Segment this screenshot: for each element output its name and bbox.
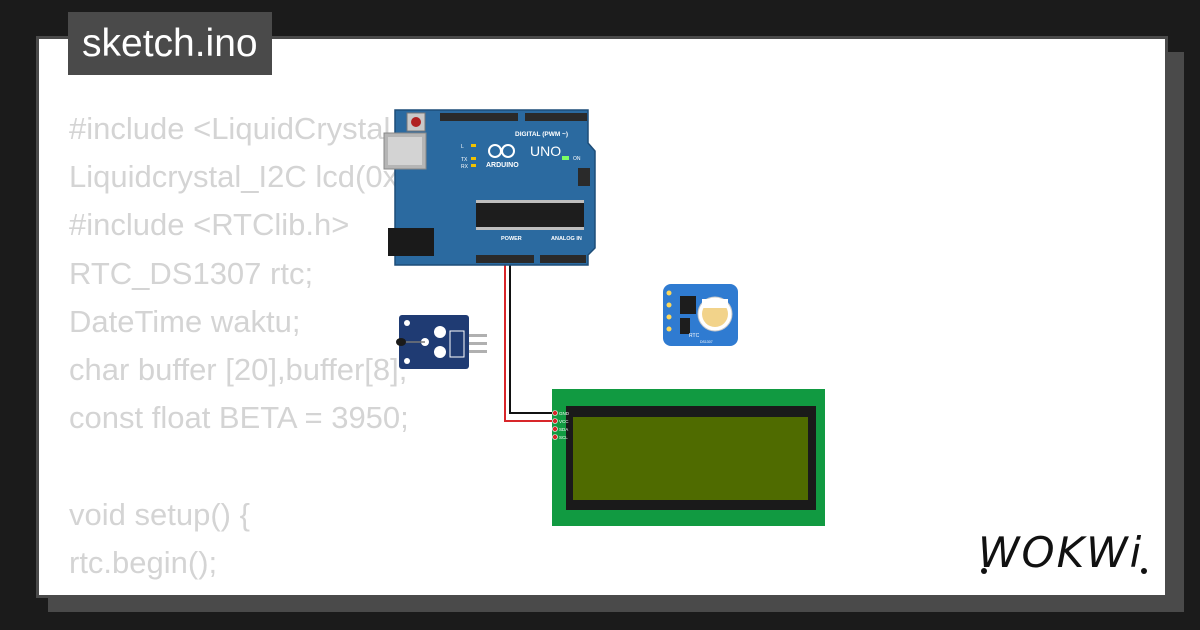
lcd-20x4-i2c[interactable]: GND VCC SDA SCL <box>552 389 825 526</box>
wokwi-logo: WOKWi <box>978 529 1147 577</box>
arduino-logo-text: ARDUINO <box>486 162 519 169</box>
analog-header <box>540 255 586 263</box>
code-line: rtc.begin(); <box>69 544 218 580</box>
rtc-chip <box>680 296 696 314</box>
code-line: DateTime waktu; <box>69 303 301 339</box>
wire-gnd <box>509 255 555 414</box>
wire-vcc <box>504 255 555 422</box>
rtc-ds1307[interactable]: RTC DS1307 <box>663 284 738 346</box>
digital-header-right <box>525 113 587 121</box>
digital-header-left <box>440 113 518 121</box>
power-header <box>476 255 534 263</box>
led-l-label: L <box>461 144 464 150</box>
rtc-sublabel: DS1307 <box>700 340 713 344</box>
lcd-screen <box>573 417 808 500</box>
code-line: const float BETA = 3950; <box>69 400 409 436</box>
tx-label: TX <box>461 157 468 163</box>
code-line: #include <RTClib.h> <box>69 207 350 243</box>
lcd-pins: GND VCC SDA SCL <box>552 410 570 440</box>
code-preview: #include <LiquidCrystal_I2C.h>Liquidcrys… <box>69 105 538 595</box>
lcd-pin-label: GND <box>559 411 570 416</box>
code-line: lcd.init(); <box>69 587 538 595</box>
arduino-model-text: UNO <box>530 143 561 159</box>
arduino-logo: ARDUINO UNO <box>486 143 561 169</box>
lcd-pin-gnd[interactable] <box>552 410 558 416</box>
power-jack <box>388 228 434 256</box>
wires <box>504 255 555 422</box>
code-line: RTC_DS1307 rtc; <box>69 255 314 291</box>
rx-label: RX <box>461 164 469 170</box>
analog-label: ANALOG IN <box>551 236 582 242</box>
code-line: char buffer [20],buffer[8]; <box>69 351 408 387</box>
lcd-pin-sda[interactable] <box>552 426 558 432</box>
lcd-pin-scl[interactable] <box>552 434 558 440</box>
atmega-chip <box>476 203 584 227</box>
power-label: POWER <box>501 236 522 242</box>
lcd-pin-vcc[interactable] <box>552 418 558 424</box>
digital-label: DIGITAL (PWM ~) <box>515 131 568 138</box>
arduino-uno[interactable]: DIGITAL (PWM ~) ARDUINO UNO L TX RX ON <box>383 109 596 266</box>
rtc-label: RTC <box>689 333 700 339</box>
on-label: ON <box>573 156 581 162</box>
lcd-pin-label: SDA <box>559 427 568 432</box>
thermistor-icon <box>396 338 406 346</box>
preview-card: #include <LiquidCrystal_I2C.h>Liquidcrys… <box>36 36 1168 598</box>
code-line: void setup() { <box>69 496 250 532</box>
lcd-pin-label: SCL <box>559 435 568 440</box>
wokwi-logo-text: WOKWi <box>978 529 1143 577</box>
icsp-header <box>578 168 590 186</box>
lcd-pin-label: VCC <box>559 419 569 424</box>
circuit-diagram: DIGITAL (PWM ~) ARDUINO UNO L TX RX ON <box>383 109 825 526</box>
page-title: sketch.ino <box>68 12 272 75</box>
ntc-temperature-sensor[interactable] <box>396 315 487 369</box>
